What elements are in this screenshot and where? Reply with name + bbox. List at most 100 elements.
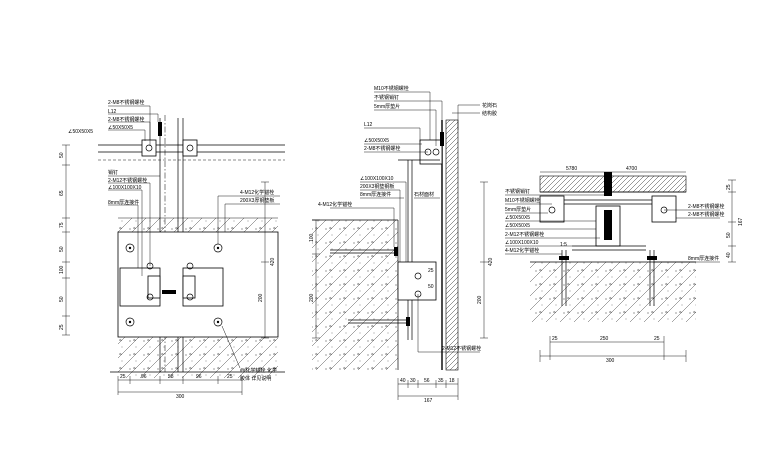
view1-dims-bottom: 25 96 58 96 25 300 xyxy=(117,374,243,400)
svg-text:30: 30 xyxy=(410,378,416,384)
view1-anchor-bolts xyxy=(125,243,223,327)
view1-top-angle-right xyxy=(182,139,198,157)
svg-text:50: 50 xyxy=(59,152,65,158)
view2-dims-left: 100 200 xyxy=(309,219,320,339)
view2-label-anchor: 4-M12化学锚栓 xyxy=(318,201,352,208)
view3-label-top-right: 4700 xyxy=(626,166,637,172)
view1-top-bolt-left xyxy=(145,144,153,152)
view1-label-angle-50-left: ∠50X50X5 xyxy=(68,129,93,135)
view2-label-angle-100: ∠100X100X10 xyxy=(360,176,394,182)
view1-dims-left: 50 65 75 50 100 50 25 xyxy=(59,144,70,336)
view3-labels: 不锈钢销钉 M10不锈钢螺栓 5mm厚垫片 ∠50X50X5 ∠50X50X5 … xyxy=(505,188,724,263)
view2-label-stone: 花岗石 xyxy=(482,102,497,109)
view1-label-bolt-m12: 2-M12不锈钢螺栓 xyxy=(108,177,147,184)
view3-label-top-left: 5780 xyxy=(566,166,577,172)
svg-text:96: 96 xyxy=(196,374,202,380)
svg-text:25: 25 xyxy=(120,374,126,380)
svg-text:35: 35 xyxy=(438,378,444,384)
view1-label-plate-8mm: 8mm厚连接件 xyxy=(108,199,139,206)
svg-text:100: 100 xyxy=(59,265,65,274)
view3-bracket-left xyxy=(539,195,565,223)
svg-text:75: 75 xyxy=(59,222,65,228)
view2-label-bolt-m8: 2-M8不锈钢螺栓 xyxy=(364,145,400,152)
view1-label-angle-50: ∠50X50X5 xyxy=(108,125,133,131)
svg-text:25: 25 xyxy=(59,324,65,330)
svg-text:58: 58 xyxy=(168,374,174,380)
view2-label-stone-face: 石材面材 xyxy=(414,191,434,198)
view2-concrete-wall xyxy=(312,220,398,370)
view3-concrete-base xyxy=(530,262,696,322)
view2-label-l12: L12 xyxy=(364,122,373,128)
view3-dim-250: 250 xyxy=(600,336,609,342)
svg-text:200: 200 xyxy=(309,293,315,302)
view2-label-bolt-m10: M10不锈钢螺栓 xyxy=(374,85,409,92)
view1-label-anchor-m12: 4-M12化学锚栓 xyxy=(240,189,274,196)
view3-bracket-right xyxy=(651,195,677,223)
svg-text:2-M12不锈钢螺栓: 2-M12不锈钢螺栓 xyxy=(505,231,544,238)
svg-text:50: 50 xyxy=(59,246,65,252)
view1-dim-200: 200 xyxy=(258,293,264,302)
view1-label-pin: 销钉 xyxy=(108,169,118,176)
view2-labels: M10不锈钢螺栓 不锈钢销钉 5mm厚垫片 L12 ∠50X50X5 2-M8不… xyxy=(318,85,497,353)
svg-text:25: 25 xyxy=(654,336,660,342)
view3-stone-slab xyxy=(539,175,687,193)
view2-label-angle: ∠50X50X5 xyxy=(364,138,389,144)
svg-text:420: 420 xyxy=(488,257,494,266)
view2-dim-25: 25 xyxy=(428,268,434,274)
view1-top-bolt-right xyxy=(186,144,194,152)
view2-label-plate5: 5mm厚垫片 xyxy=(374,103,400,110)
view1-label-note1: ##化学锚栓 化学 xyxy=(240,367,277,374)
view3-dim-total: 300 xyxy=(606,358,615,364)
svg-text:50: 50 xyxy=(726,232,732,238)
svg-text:25: 25 xyxy=(726,184,732,190)
svg-text:167: 167 xyxy=(738,217,744,226)
view2-label-plate8: 8mm厚连接件 xyxy=(360,191,391,198)
view1-label-bolt-m8: 2-M8不锈钢螺栓 xyxy=(108,99,144,106)
svg-text:200: 200 xyxy=(477,295,483,304)
svg-text:∠100X100X10: ∠100X100X10 xyxy=(505,240,539,246)
view2-label-glue: 结构胶 xyxy=(482,110,497,117)
view3-slope: 1:5 xyxy=(560,242,567,248)
view2-connection-plate xyxy=(397,261,437,301)
view1-top-angle-left xyxy=(141,139,157,157)
view2-label-bolt-m12: 2-M12不锈钢螺栓 xyxy=(442,345,481,352)
view3-plan-section: 5780 4700 不锈钢销钉 M10不锈钢螺栓 5mm厚垫片 ∠50X50X5… xyxy=(505,166,744,364)
svg-text:56: 56 xyxy=(424,378,430,384)
view1-dims-right: 420 200 xyxy=(258,181,276,339)
svg-text:40: 40 xyxy=(400,378,406,384)
view1-angle-plate-left xyxy=(119,267,161,307)
svg-text:M10不锈钢螺栓: M10不锈钢螺栓 xyxy=(505,197,540,204)
view2-dims-right: 420 200 xyxy=(477,181,494,339)
view2-dim-50: 50 xyxy=(428,284,434,290)
svg-text:不锈钢销钉: 不锈钢销钉 xyxy=(505,188,530,195)
view1-label-bolt-m8-b: 2-M8不锈钢螺栓 xyxy=(108,116,144,123)
view2-label-pin: 不锈钢销钉 xyxy=(374,94,399,101)
svg-text:25: 25 xyxy=(227,374,233,380)
view1-label-note2: 胶体 详见说明 xyxy=(240,375,271,382)
svg-text:50: 50 xyxy=(59,296,65,302)
view1-label-angle-100: ∠100X100X10 xyxy=(108,185,142,191)
svg-text:4-M12化学锚栓: 4-M12化学锚栓 xyxy=(505,247,539,254)
svg-text:96: 96 xyxy=(141,374,147,380)
svg-text:40: 40 xyxy=(726,252,732,258)
svg-text:25: 25 xyxy=(552,336,558,342)
svg-text:2-M8不锈钢螺栓: 2-M8不锈钢螺栓 xyxy=(688,203,724,210)
view1-dim-total: 300 xyxy=(176,394,185,400)
view2-stone-panel xyxy=(445,119,459,371)
svg-text:8mm厚连接件: 8mm厚连接件 xyxy=(688,255,719,262)
view3-dims-right: 25 167 50 40 xyxy=(726,179,744,263)
view2-dim-total: 167 xyxy=(424,398,433,404)
view1-label-l12: L12 xyxy=(108,109,117,115)
view1-dim-420: 420 xyxy=(270,257,276,266)
svg-text:∠50X50X5: ∠50X50X5 xyxy=(505,215,530,221)
svg-text:65: 65 xyxy=(59,190,65,196)
view3-dims-bottom: 25 25 250 300 xyxy=(539,336,687,364)
view2-label-steel-200: 200X3钢垫钢板 xyxy=(360,183,394,190)
svg-text:∠50X50X5: ∠50X50X5 xyxy=(505,223,530,229)
svg-text:5mm厚垫片: 5mm厚垫片 xyxy=(505,206,531,213)
view2-dims-bottom: 40 30 56 35 18 167 xyxy=(397,378,459,404)
svg-text:18: 18 xyxy=(449,378,455,384)
view2-side-section: M10不锈钢螺栓 不锈钢销钉 5mm厚垫片 L12 ∠50X50X5 2-M8不… xyxy=(309,85,497,404)
view1-label-plate-200: 200X3厚钢垫板 xyxy=(240,197,274,204)
